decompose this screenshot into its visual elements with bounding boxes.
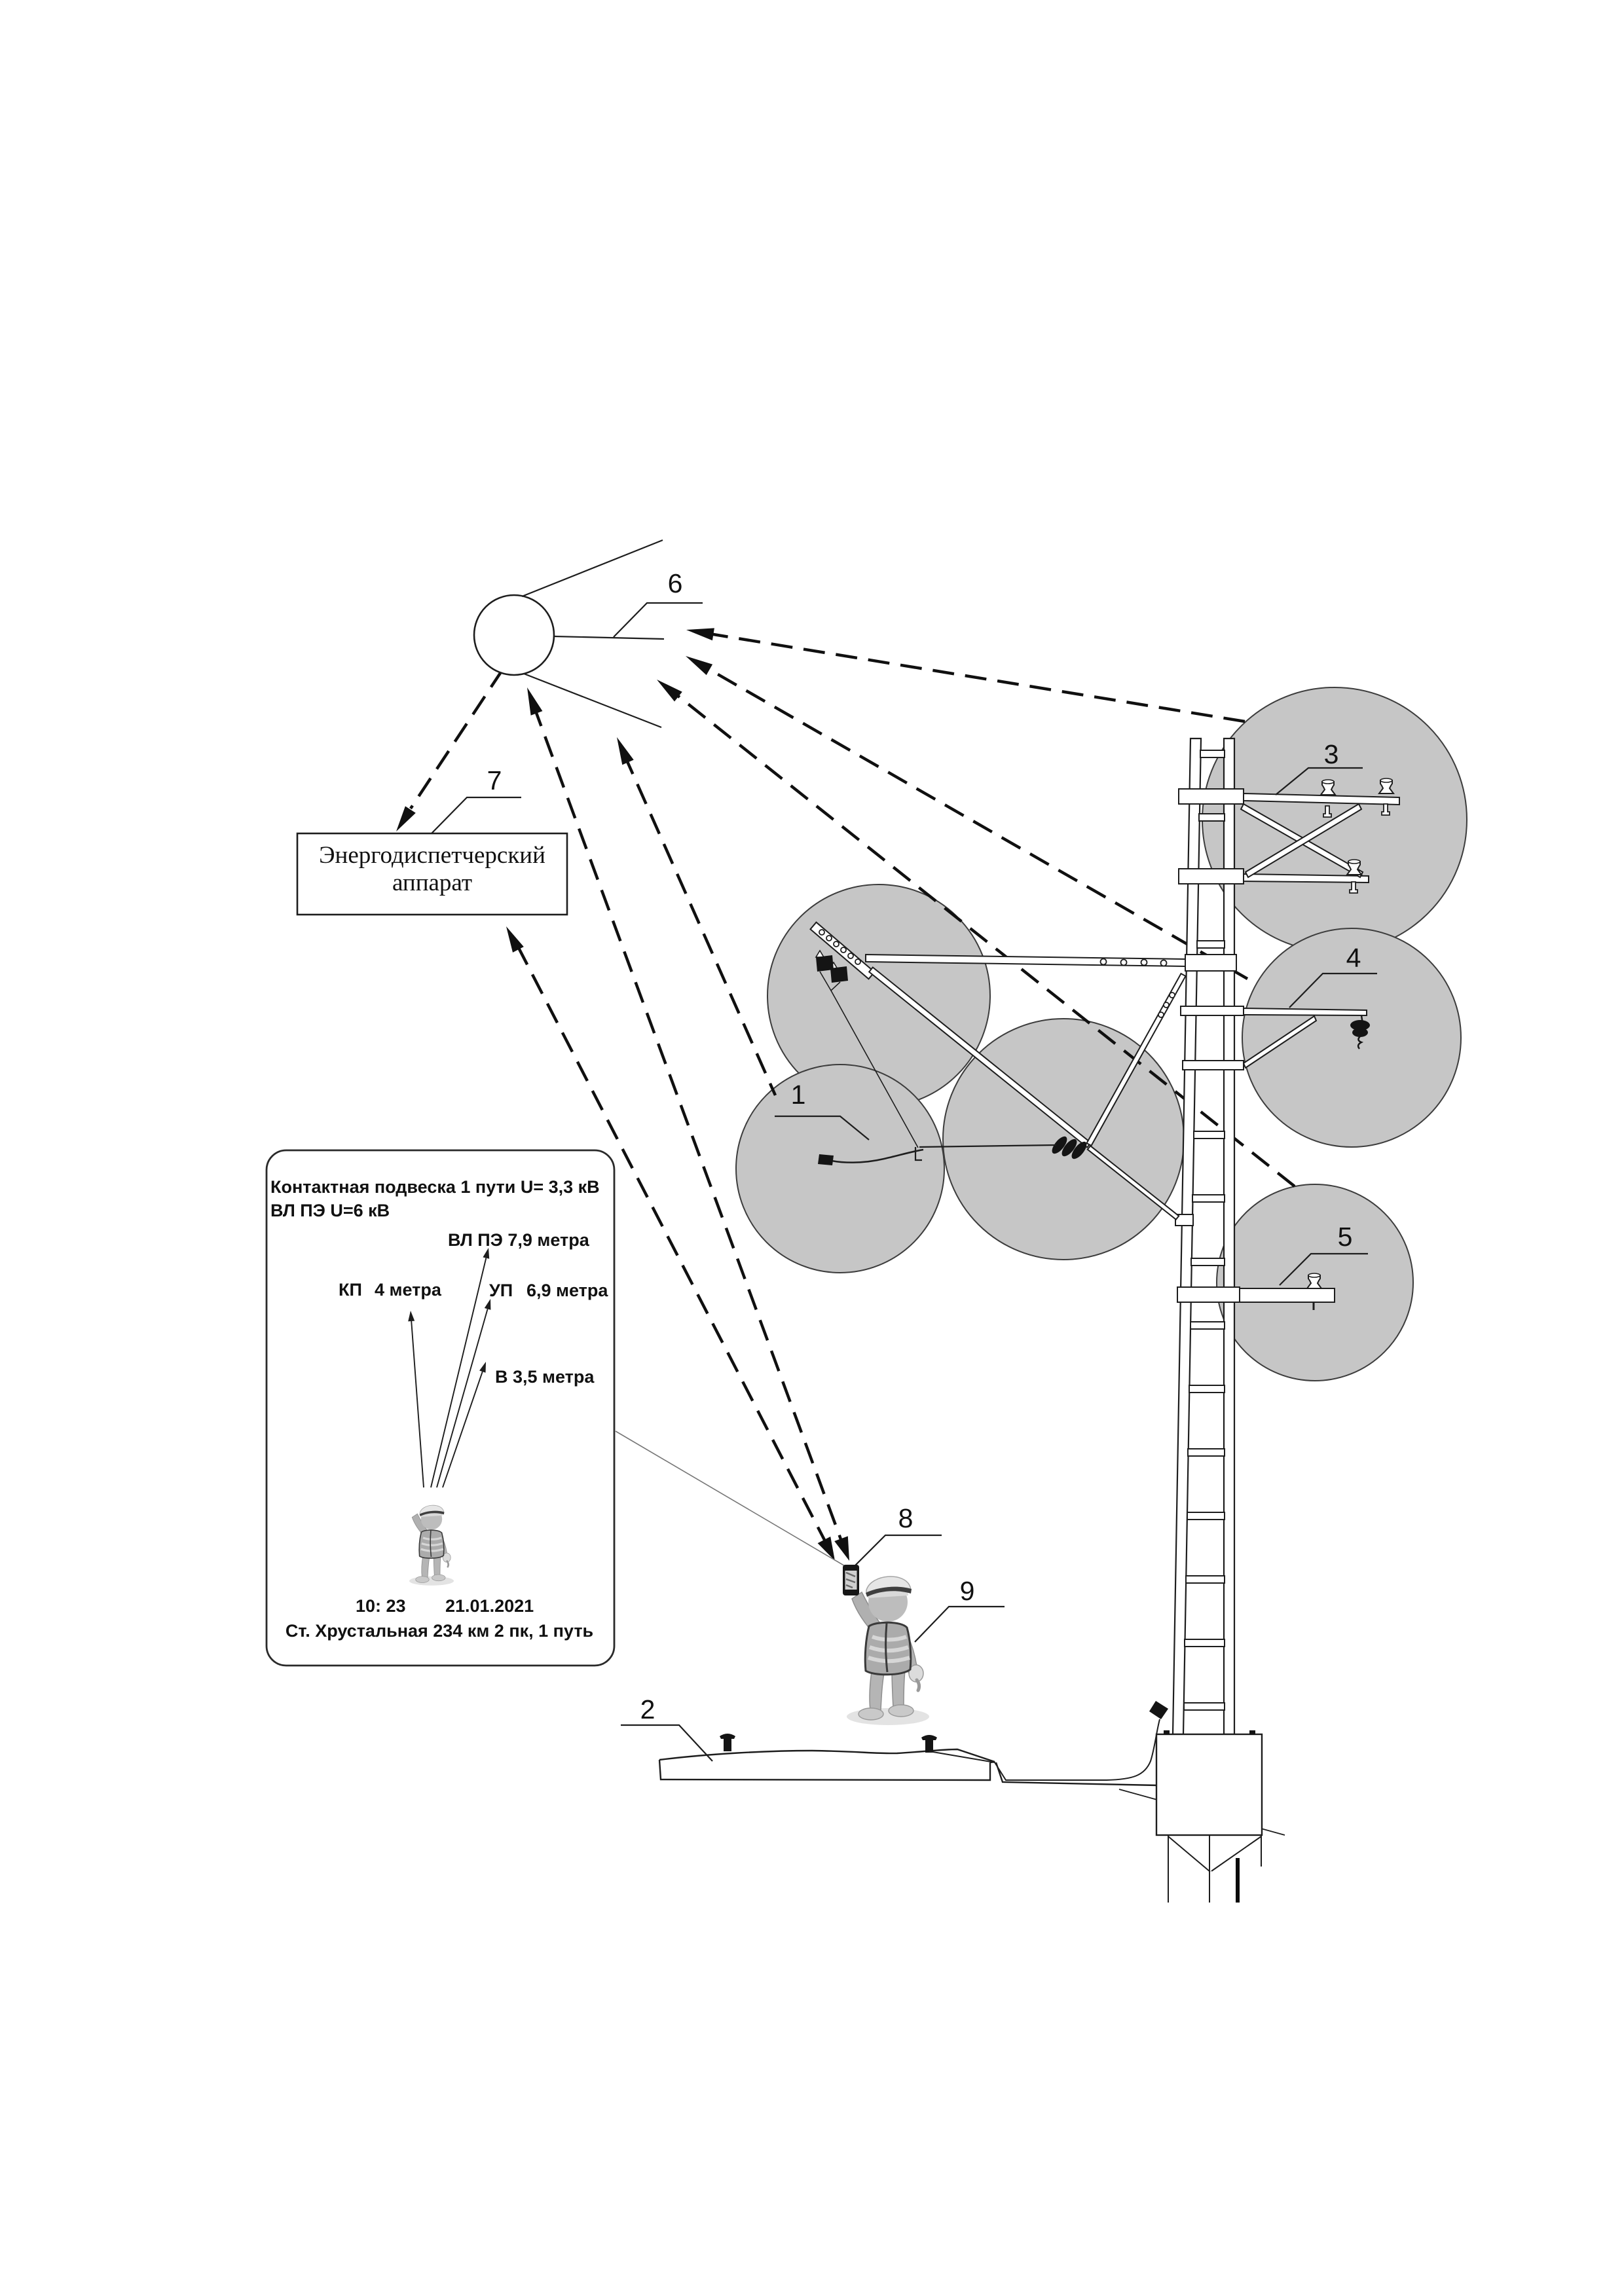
svg-text:аппарат: аппарат <box>392 869 472 896</box>
svg-text:3: 3 <box>1324 739 1339 769</box>
svg-text:УП: УП <box>489 1281 513 1300</box>
svg-text:10: 23: 10: 23 <box>356 1596 406 1616</box>
svg-text:21.01.2021: 21.01.2021 <box>445 1596 534 1616</box>
svg-text:ВЛ ПЭ U=6 кВ: ВЛ ПЭ U=6 кВ <box>270 1201 390 1220</box>
svg-text:КП: КП <box>339 1280 362 1300</box>
svg-text:В: В <box>495 1367 508 1387</box>
svg-text:6,9 метра: 6,9 метра <box>526 1281 608 1300</box>
svg-text:2: 2 <box>640 1694 655 1724</box>
svg-text:ВЛ ПЭ 7,9 метра: ВЛ ПЭ 7,9 метра <box>448 1230 590 1250</box>
svg-text:9: 9 <box>960 1576 975 1606</box>
svg-text:Контактная подвеска 1 пути U=: Контактная подвеска 1 пути U= 3,3 кВ <box>270 1177 600 1197</box>
svg-text:1: 1 <box>791 1080 806 1110</box>
svg-text:6: 6 <box>668 568 683 598</box>
svg-text:4: 4 <box>1346 943 1361 973</box>
svg-text:7: 7 <box>487 765 502 795</box>
svg-text:8: 8 <box>898 1503 913 1533</box>
svg-text:Ст. Хрустальная 234 км 2 пк, 1: Ст. Хрустальная 234 км 2 пк, 1 путь <box>286 1621 593 1641</box>
svg-text:3,5 метра: 3,5 метра <box>513 1367 595 1387</box>
svg-text:5: 5 <box>1338 1222 1353 1252</box>
svg-text:Энергодиспетчерский: Энергодиспетчерский <box>319 842 545 869</box>
svg-text:4 метра: 4 метра <box>375 1280 442 1300</box>
